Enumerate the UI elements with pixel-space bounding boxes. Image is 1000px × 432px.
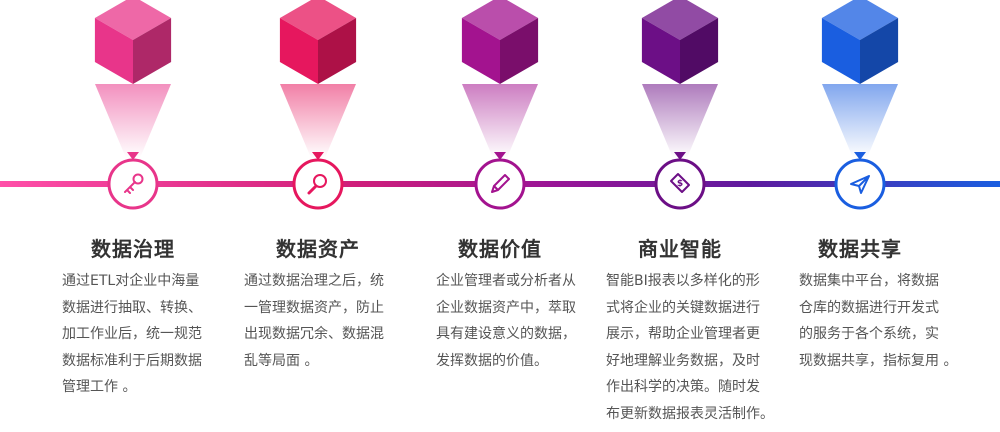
description-line: 企业管理者或分析者从 (436, 273, 576, 289)
money-tag-icon: $ (670, 173, 690, 193)
step-5 (821, 0, 899, 210)
description-line: 仓库的数据进行开发式 (799, 299, 939, 316)
description-line: 管理工作 。 (62, 379, 137, 395)
light-beam (642, 84, 718, 158)
step-3 (461, 0, 539, 210)
description-line: 式将企业的关键数据进行 (606, 299, 760, 316)
description-line: 通过数据治理之后，统 (244, 273, 384, 289)
node-circle (292, 158, 344, 210)
description-line: 乱等局面 。 (244, 352, 319, 369)
step-1 (94, 0, 172, 210)
key-icon (124, 173, 144, 194)
node-circle (654, 158, 706, 210)
step-title: 数据资产 (276, 237, 360, 261)
magnifier-icon (307, 174, 327, 195)
pointer-triangle (494, 152, 506, 160)
description-line: 布更新数据报表灵活制作。 (606, 405, 774, 422)
description-line: 作出科学的决策。随时发 (606, 379, 760, 395)
description-line: 出现数据冗余、数据混 (244, 326, 384, 342)
description-line: 加工作业后，统一规范 (62, 326, 202, 342)
step-4: $ (641, 0, 719, 210)
cube-icon (461, 0, 539, 84)
light-beam (462, 84, 538, 158)
step-description: 数据集中平台，将数据仓库的数据进行开发式的服务于各个系统，实现数据共享，指标复用… (799, 268, 957, 374)
node-circle (474, 158, 526, 210)
cube-icon (279, 0, 357, 84)
description-line: 企业数据资产中，萃取 (436, 299, 576, 316)
step-description: 企业管理者或分析者从企业数据资产中，萃取具有建设意义的数据， 发挥数据的价值。 (436, 268, 576, 374)
description-line: 数据集中平台，将数据 (799, 273, 939, 289)
description-line: 一管理数据资产，防止 (244, 299, 384, 316)
pointer-triangle (127, 152, 139, 160)
light-beam (822, 84, 898, 158)
step-description: 智能BI报表以多样化的形式将企业的关键数据进行展示，帮助企业管理者更好地理解业务… (606, 268, 774, 427)
pointer-triangle (674, 152, 686, 160)
step-title: 数据共享 (818, 237, 902, 261)
description-line: 的服务于各个系统，实 (799, 326, 939, 342)
description-line: 具有建设意义的数据， (436, 326, 576, 342)
pointer-triangle (312, 152, 324, 160)
step-title: 数据价值 (458, 237, 542, 261)
light-beam (280, 84, 356, 158)
pointer-triangle (854, 152, 866, 160)
step-2 (279, 0, 357, 210)
description-line: 好地理解业务数据，及时 (606, 352, 760, 369)
description-line: 展示，帮助企业管理者更 (606, 326, 760, 342)
description-line: 智能BI报表以多样化的形 (606, 273, 760, 289)
pencil-icon (491, 174, 510, 193)
cube-icon (94, 0, 172, 84)
cube-icon (641, 0, 719, 84)
description-line: 发挥数据的价值。 (436, 352, 548, 369)
cube-icon (821, 0, 899, 84)
light-beam (95, 84, 171, 158)
step-title: 数据治理 (91, 237, 175, 261)
step-title: 商业智能 (638, 237, 722, 261)
description-line: 数据标准利于后期数据 (62, 352, 202, 369)
svg-text:$: $ (677, 179, 683, 189)
paper-plane-icon (850, 175, 870, 194)
description-line: 数据进行抽取、转换、 (62, 299, 202, 316)
description-line: 通过ETL对企业中海量 (62, 273, 200, 289)
step-description: 通过ETL对企业中海量数据进行抽取、转换、加工作业后，统一规范数据标准利于后期数… (62, 268, 202, 401)
description-line: 现数据共享，指标复用 。 (799, 352, 958, 369)
step-description: 通过数据治理之后，统一管理数据资产，防止出现数据冗余、数据混乱等局面 。 (244, 268, 384, 374)
